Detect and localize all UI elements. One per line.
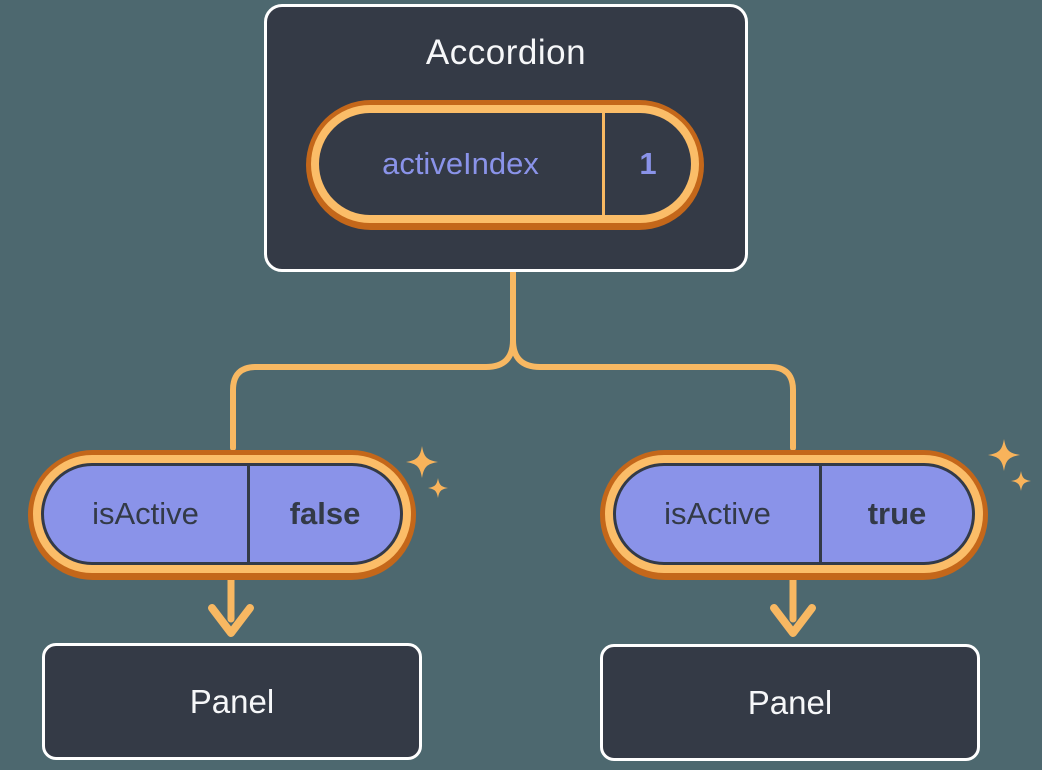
right-panel-box: Panel bbox=[600, 644, 980, 761]
prop-value: false bbox=[289, 496, 361, 531]
pill-divider bbox=[247, 466, 250, 562]
right-prop-pill: isActive true bbox=[613, 463, 975, 565]
left-prop-pill: isActive false bbox=[41, 463, 403, 565]
pill-divider bbox=[602, 113, 605, 215]
pill-divider bbox=[819, 466, 822, 562]
left-panel-box: Panel bbox=[42, 643, 422, 760]
tree-connector bbox=[230, 269, 796, 451]
sparkle-icon bbox=[428, 478, 448, 498]
state-label: activeIndex bbox=[382, 146, 539, 181]
state-pill: activeIndex 1 bbox=[319, 113, 691, 215]
sparkle-icon bbox=[406, 446, 438, 478]
sparkles-right-pill bbox=[988, 439, 1031, 491]
state-pill-glow: activeIndex 1 bbox=[306, 100, 704, 230]
right-down-arrow-icon bbox=[770, 576, 816, 637]
sparkle-icon bbox=[988, 439, 1020, 471]
state-value: 1 bbox=[639, 146, 657, 181]
sparkle-icon bbox=[1011, 471, 1031, 491]
component-title: Accordion bbox=[425, 33, 587, 72]
left-down-arrow-icon bbox=[208, 576, 254, 637]
left-prop-pill-glow: isActive false bbox=[28, 450, 416, 580]
prop-label: isActive bbox=[92, 496, 199, 531]
prop-value: true bbox=[867, 496, 927, 531]
right-prop-pill-glow: isActive true bbox=[600, 450, 988, 580]
connector-left-branch bbox=[230, 269, 516, 451]
connector-right-branch bbox=[510, 269, 796, 451]
prop-label: isActive bbox=[664, 496, 771, 531]
sparkles-left-pill bbox=[406, 446, 448, 498]
